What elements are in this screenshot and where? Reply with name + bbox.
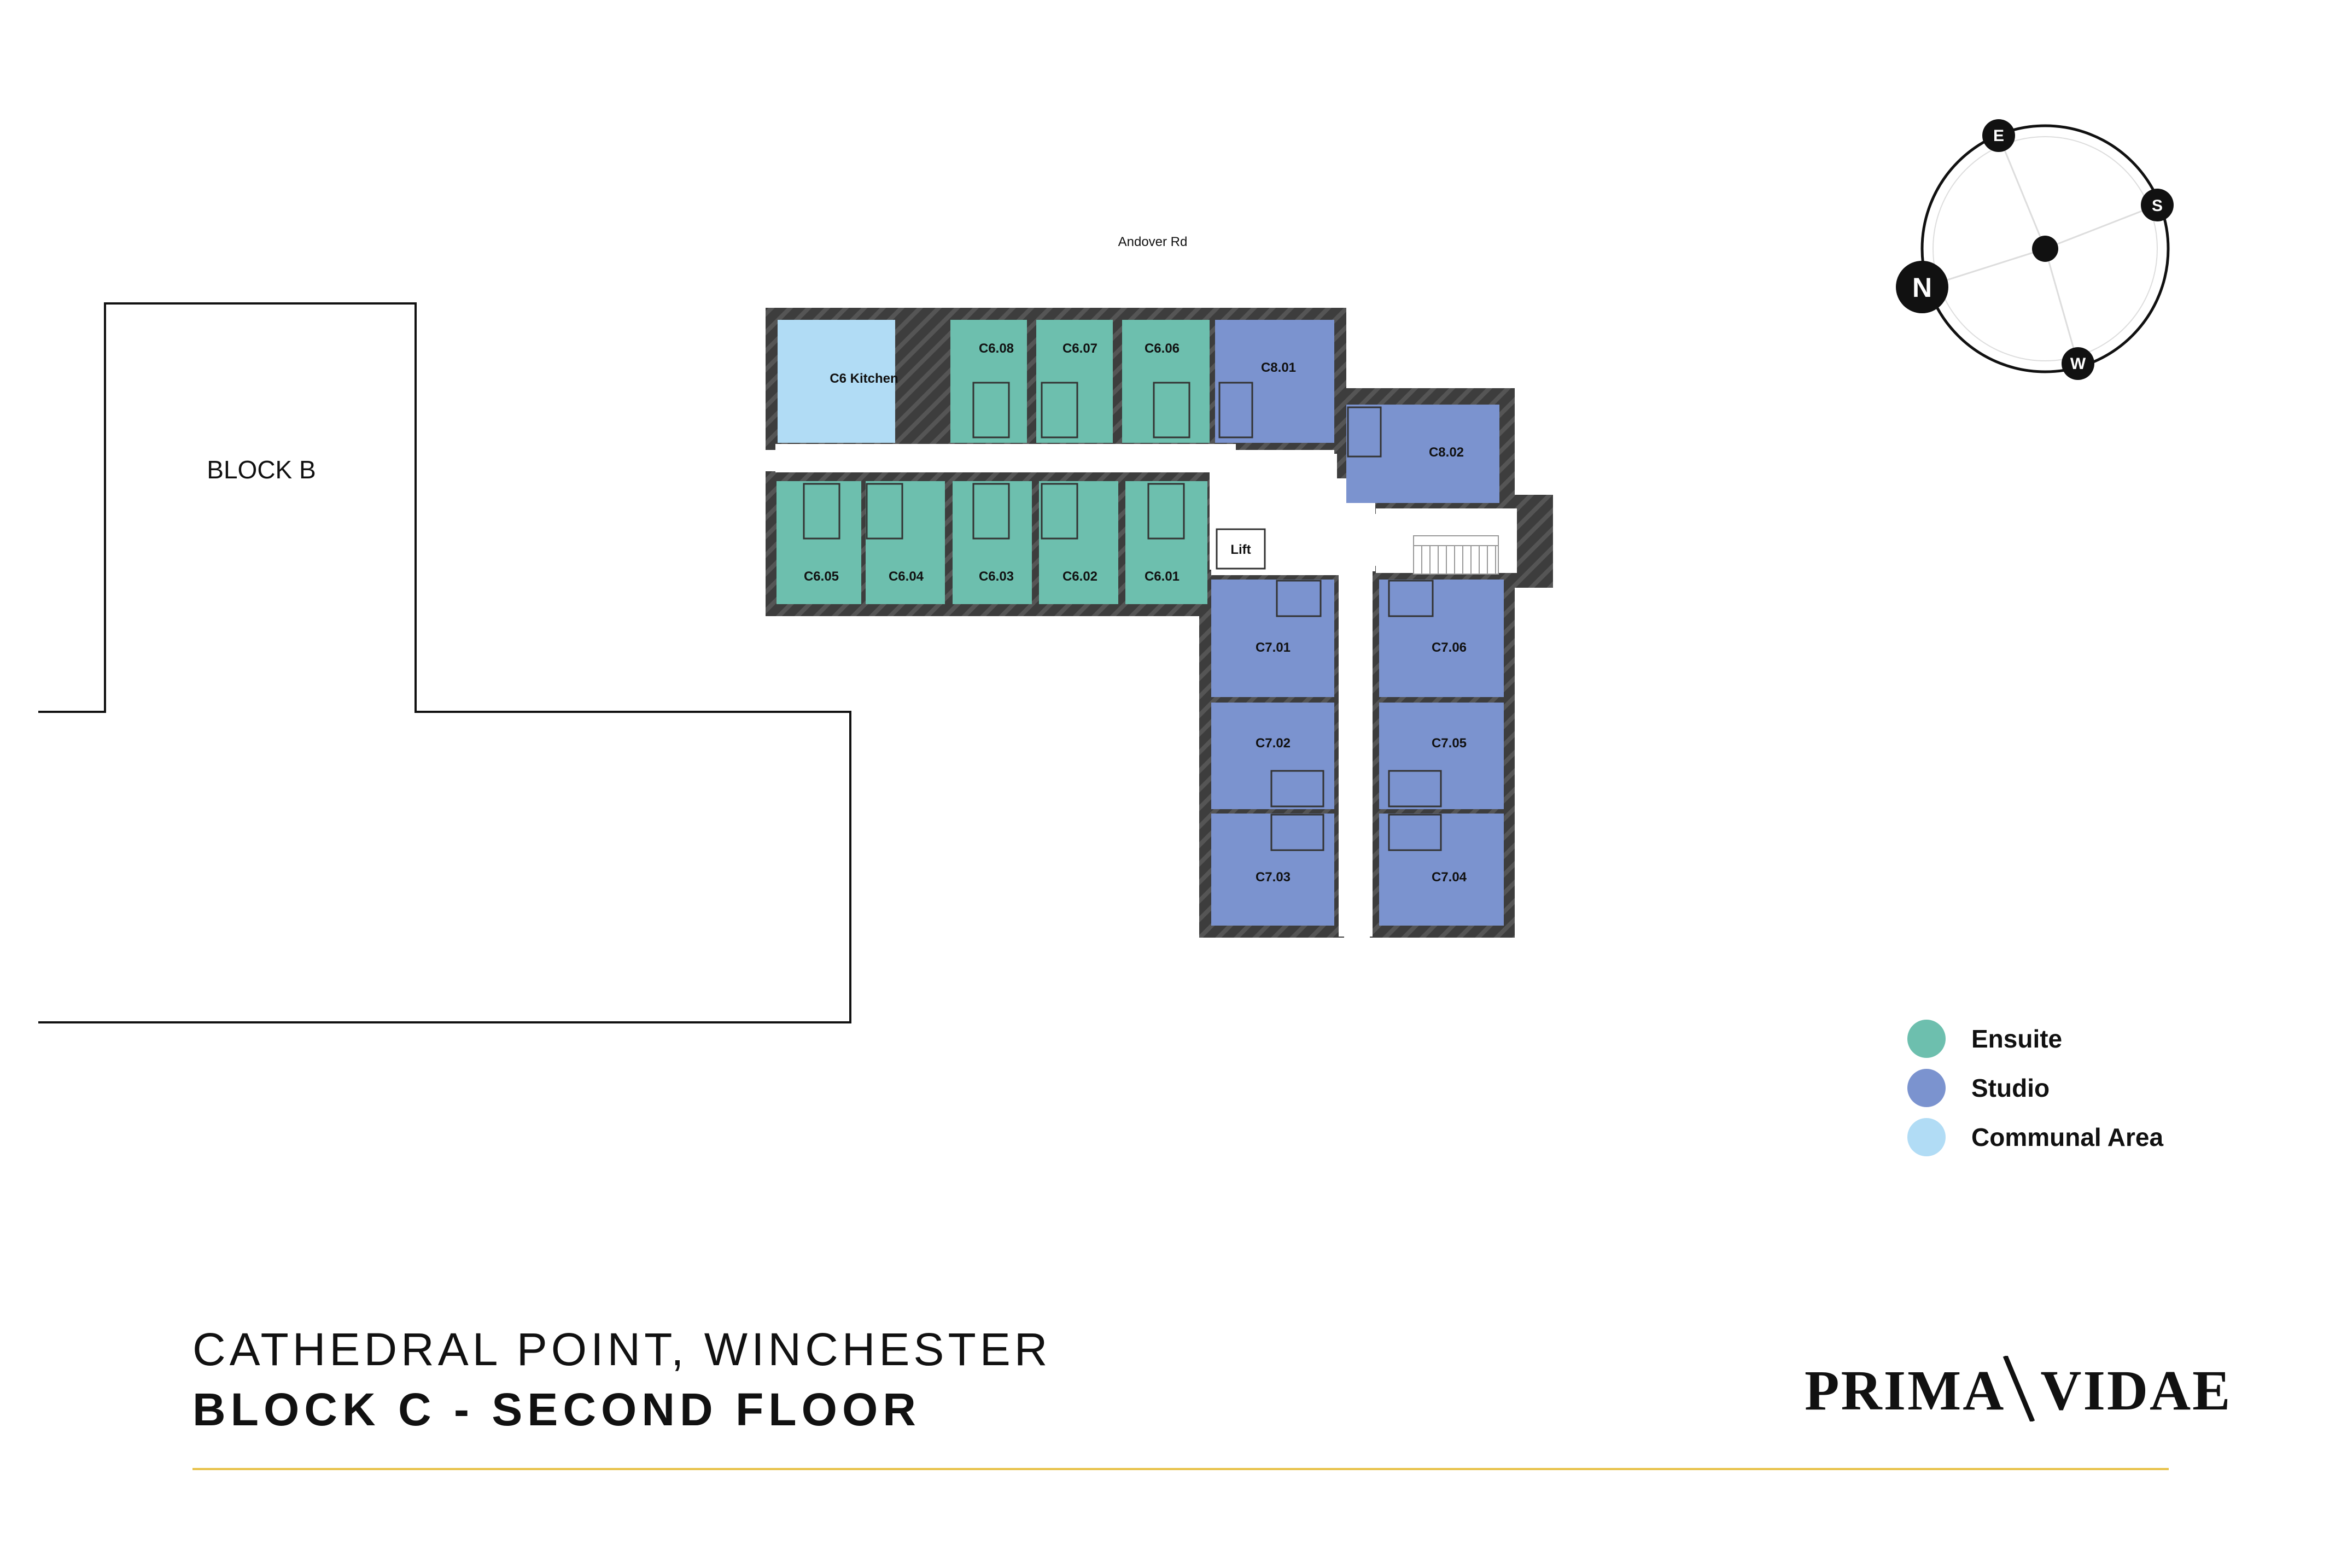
compass-east-marker: E	[1982, 119, 2015, 152]
brand-right: VIDAE	[2040, 1359, 2232, 1422]
room-c7-06[interactable]	[1379, 580, 1504, 697]
room-c7-02[interactable]	[1211, 703, 1334, 809]
wing-rooms	[1211, 580, 1504, 926]
label-c6-03: C6.03	[979, 569, 1014, 584]
room-c6-05[interactable]	[777, 481, 861, 604]
legend-label-ensuite: Ensuite	[1971, 1025, 2062, 1053]
room-c7-01[interactable]	[1211, 580, 1334, 697]
label-lift: Lift	[1230, 542, 1251, 557]
legend-label-studio: Studio	[1971, 1074, 2050, 1102]
block-b-label: BLOCK B	[207, 455, 316, 484]
room-labels: C6 Kitchen C6.08 C6.07 C6.06 C8.01 C8.02…	[804, 341, 1467, 885]
street-label: Andover Rd	[1118, 235, 1188, 249]
room-c6-03[interactable]	[953, 481, 1032, 604]
compass-north-marker: N	[1896, 261, 1948, 313]
label-c6-kitchen: C6 Kitchen	[830, 371, 898, 386]
label-c6-05: C6.05	[804, 569, 839, 584]
block-b-outline	[38, 302, 851, 1023]
svg-text:W: W	[2070, 355, 2086, 373]
svg-text:S: S	[2152, 197, 2163, 215]
legend-swatch-studio	[1907, 1069, 1946, 1107]
legend-label-communal: Communal Area	[1971, 1123, 2163, 1151]
brand-slash-mark	[2003, 1355, 2035, 1423]
label-c7-05: C7.05	[1432, 736, 1467, 751]
label-c8-01: C8.01	[1261, 360, 1296, 375]
room-c7-03[interactable]	[1211, 814, 1334, 926]
room-c6-01[interactable]	[1125, 481, 1207, 604]
compass-south-marker: S	[2141, 189, 2174, 221]
compass-rose: E S W N	[1896, 119, 2174, 380]
development-title: CATHEDRAL POINT, WINCHESTER	[192, 1324, 1052, 1375]
room-c6-06[interactable]	[1122, 320, 1210, 443]
label-c7-03: C7.03	[1256, 870, 1291, 885]
label-c7-02: C7.02	[1256, 736, 1291, 751]
lift[interactable]	[1216, 528, 1266, 570]
room-c8-01[interactable]	[1215, 320, 1334, 443]
floor-title: BLOCK C - SECOND FLOOR	[192, 1384, 921, 1435]
compass-west-marker: W	[2062, 347, 2094, 380]
label-c7-06: C7.06	[1432, 640, 1467, 655]
svg-text:E: E	[1993, 127, 2004, 145]
label-c6-02: C6.02	[1062, 569, 1097, 584]
label-c8-02: C8.02	[1429, 445, 1464, 460]
label-c7-01: C7.01	[1256, 640, 1291, 655]
legend: Ensuite Studio Communal Area	[1907, 1020, 2163, 1156]
footer-rule	[192, 1468, 2169, 1470]
label-c6-04: C6.04	[889, 569, 924, 584]
brand-left: PRIMA	[1805, 1359, 2006, 1422]
room-c6-02[interactable]	[1039, 481, 1118, 604]
top-row-rooms	[778, 320, 1499, 503]
label-c7-04: C7.04	[1432, 870, 1467, 885]
legend-swatch-communal	[1907, 1118, 1946, 1156]
brand-logo: PRIMA VIDAE	[1805, 1355, 2232, 1423]
label-c6-07: C6.07	[1062, 341, 1097, 356]
svg-text:N: N	[1912, 272, 1932, 303]
label-c6-06: C6.06	[1145, 341, 1180, 356]
room-c6-04[interactable]	[866, 481, 945, 604]
room-c6-07[interactable]	[1036, 320, 1113, 443]
label-c6-01: C6.01	[1145, 569, 1180, 584]
bottom-row-rooms	[777, 481, 1266, 604]
legend-swatch-ensuite	[1907, 1020, 1946, 1058]
room-c8-02[interactable]	[1346, 405, 1499, 503]
room-c6-kitchen[interactable]	[778, 320, 895, 443]
stair	[1413, 535, 1499, 575]
room-c6-08[interactable]	[950, 320, 1027, 443]
label-c6-08: C6.08	[979, 341, 1014, 356]
